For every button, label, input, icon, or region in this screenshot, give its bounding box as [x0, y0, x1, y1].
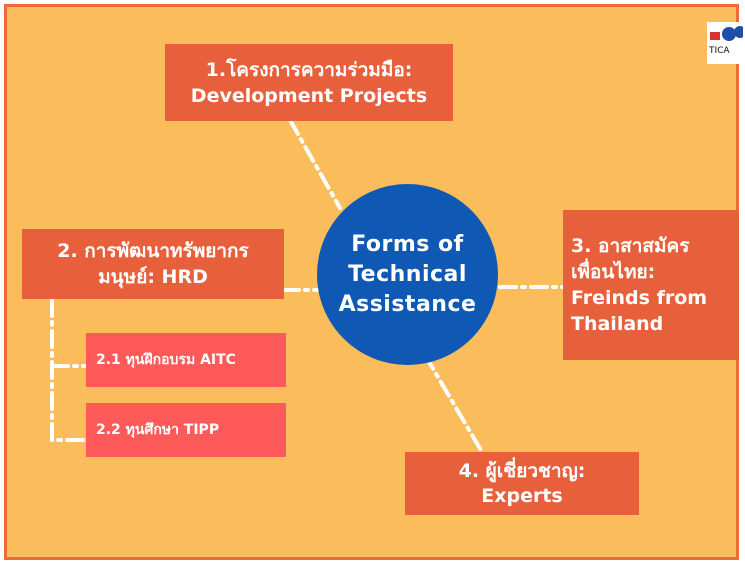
- tica-logo-icon: [710, 26, 743, 41]
- sub-node-aitc-label: 2.1 ทุนฝึกอบรม AITC: [96, 352, 236, 368]
- center-line3: Assistance: [338, 291, 477, 317]
- center-line2: Technical: [348, 261, 467, 287]
- sub-node-tipp-label: 2.2 ทุนศึกษา TIPP: [96, 422, 220, 438]
- node-volunteers-line3: Freinds from: [571, 287, 708, 309]
- node-volunteers-line1: 3. อาสาสมัคร: [571, 235, 690, 257]
- tica-logo: TICA: [707, 22, 743, 64]
- node-hrd: 2. การพัฒนาทรัพยากร มนุษย์: HRD: [22, 229, 284, 299]
- node-experts-line2: Experts: [481, 484, 563, 507]
- node-experts-line1: 4. ผู้เชี่ยวชาญ:: [458, 459, 586, 482]
- center-node: Forms of Technical Assistance: [317, 184, 498, 365]
- node-development-projects: 1.โครงการความร่วมมือ: Development Projec…: [165, 44, 453, 121]
- node-hrd-line2: มนุษย์: HRD: [98, 266, 208, 288]
- node-hrd-line1: 2. การพัฒนาทรัพยากร: [57, 240, 249, 262]
- node-volunteers: 3. อาสาสมัคร เพื่อนไทย: Freinds from Tha…: [563, 210, 739, 360]
- node-projects-line1: 1.โครงการความร่วมมือ:: [205, 58, 413, 81]
- tica-logo-text: TICA: [709, 46, 730, 56]
- node-volunteers-line4: Thailand: [571, 313, 664, 335]
- node-volunteers-line2: เพื่อนไทย:: [571, 261, 656, 283]
- sub-node-aitc: 2.1 ทุนฝึกอบรม AITC: [86, 333, 286, 387]
- sub-node-tipp: 2.2 ทุนศึกษา TIPP: [86, 403, 286, 457]
- center-line1: Forms of: [351, 231, 464, 257]
- node-projects-line2: Development Projects: [190, 84, 428, 107]
- node-experts: 4. ผู้เชี่ยวชาญ: Experts: [405, 452, 639, 515]
